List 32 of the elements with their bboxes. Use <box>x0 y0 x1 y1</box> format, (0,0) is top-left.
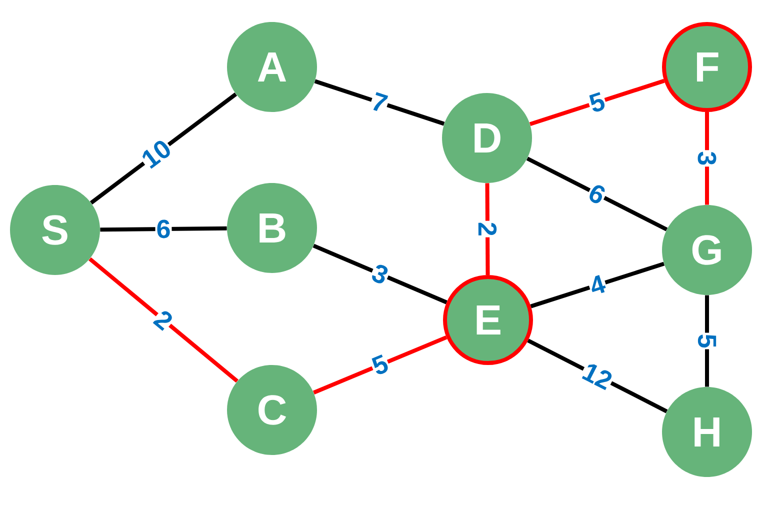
graph-node: H <box>662 387 752 477</box>
graph-node: C <box>227 365 317 455</box>
graph-node: F <box>662 22 752 112</box>
edge-label: 3 <box>696 150 718 167</box>
graph-node: G <box>662 205 752 295</box>
edge-line <box>312 335 448 394</box>
edge-line <box>530 262 665 308</box>
graph-node: S <box>10 185 100 275</box>
edge-label: 3 <box>368 261 392 287</box>
edge-label: 10 <box>138 136 175 172</box>
graph-node: B <box>227 183 317 273</box>
edge-line <box>705 112 709 205</box>
edge-label: 5 <box>368 352 392 378</box>
edge-label: 7 <box>368 90 390 115</box>
graph-node: D <box>442 93 532 183</box>
edge-label: 2 <box>150 307 176 333</box>
edge-label: 6 <box>155 218 172 240</box>
edge-line <box>485 183 490 276</box>
edge-line <box>100 226 227 232</box>
edge-line <box>314 79 445 126</box>
graph-node: A <box>227 22 317 112</box>
edge-label: 5 <box>696 332 718 350</box>
edge-label: 4 <box>586 273 608 297</box>
edge-label: 6 <box>585 181 609 207</box>
edge-line <box>526 156 668 232</box>
edge-label: 2 <box>477 220 498 238</box>
edge-label: 5 <box>586 90 608 115</box>
edge-line <box>529 78 665 126</box>
edge-line <box>88 257 238 383</box>
edge-label: 12 <box>579 360 616 392</box>
edge-line <box>312 244 448 304</box>
graph-node: E <box>443 275 533 365</box>
